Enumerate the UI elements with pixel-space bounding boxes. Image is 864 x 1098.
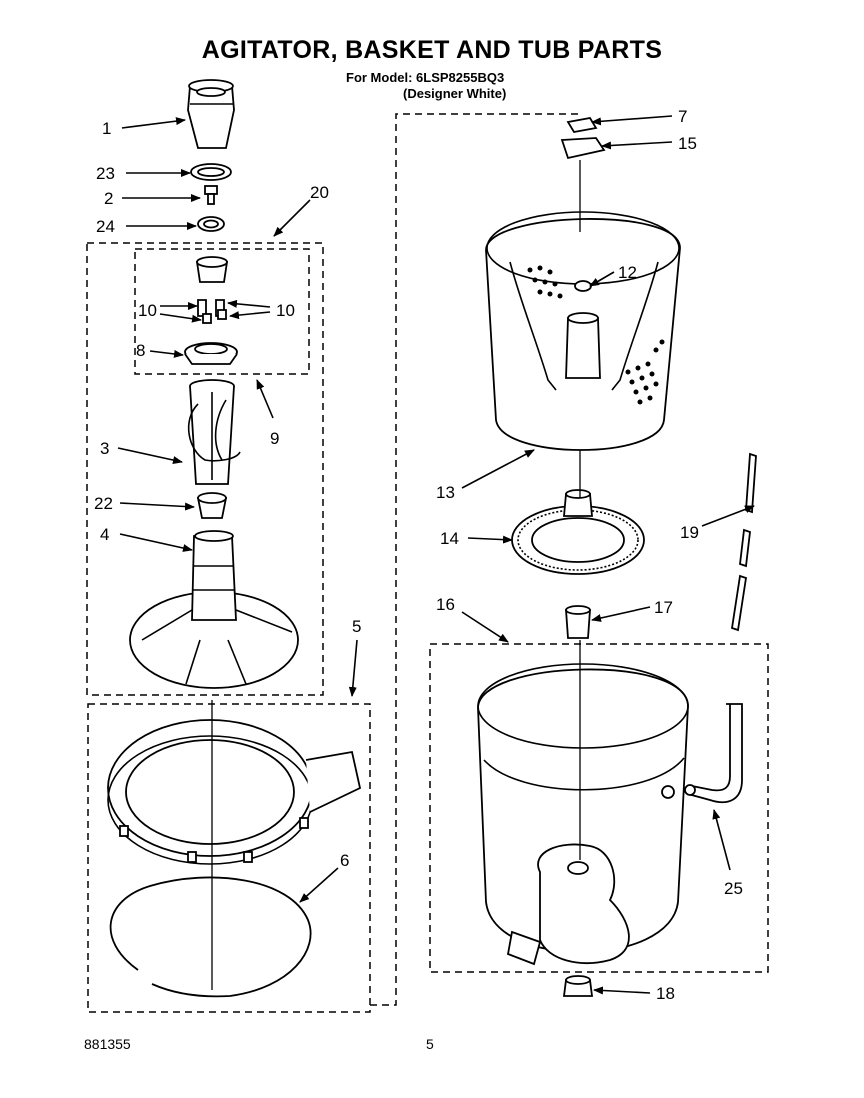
hose-19	[730, 452, 757, 632]
bolt	[204, 185, 218, 205]
callout-9: 9	[270, 429, 279, 448]
callout-8: 8	[136, 341, 145, 360]
leader-lines	[117, 115, 755, 995]
callout-22: 22	[94, 494, 113, 513]
cam-drive	[195, 256, 229, 283]
seal-ring	[109, 876, 312, 998]
hub-cover-15	[560, 137, 606, 160]
callout-2: 2	[104, 189, 113, 208]
tub-ring	[107, 719, 362, 865]
agitator-cam	[184, 342, 238, 365]
clutch-wheel	[511, 489, 645, 575]
drive-bell	[196, 492, 228, 519]
dogs	[197, 299, 227, 324]
agitator-base	[129, 530, 299, 689]
page-number: 5	[426, 1036, 434, 1052]
assembly-boundary-20	[86, 242, 324, 696]
callout-13: 13	[436, 483, 455, 502]
callout-1: 1	[102, 119, 111, 138]
outer-tub	[477, 663, 689, 966]
right-boundary-line	[370, 113, 580, 1006]
page-title: AGITATOR, BASKET AND TUB PARTS	[201, 36, 663, 64]
washer	[197, 216, 225, 232]
callout-14: 14	[440, 529, 459, 548]
model-line: For Model: 6LSP8255BQ3	[346, 70, 505, 85]
callout-labels: 1 23 2 24 20 10 10 8 9 3 22 4 5 6 7 15 1…	[94, 107, 743, 1003]
callout-16: 16	[436, 595, 455, 614]
assembly-boundary-16	[429, 643, 769, 973]
basket	[485, 211, 681, 451]
callout-12: 12	[618, 263, 637, 282]
color-line: (Designer White)	[403, 86, 507, 101]
callout-19: 19	[680, 523, 699, 542]
retainer-ring	[190, 163, 232, 181]
callout-15: 15	[678, 134, 697, 153]
agitator-barrel	[187, 379, 241, 485]
callout-20: 20	[310, 183, 329, 202]
nut-7	[566, 117, 598, 133]
callout-5: 5	[352, 617, 361, 636]
callout-10-left: 10	[138, 301, 157, 320]
callout-7: 7	[678, 107, 687, 126]
callout-23: 23	[96, 164, 115, 183]
callout-17: 17	[654, 598, 673, 617]
bearing-17	[565, 605, 591, 639]
callout-4: 4	[100, 525, 109, 544]
assembly-boundary-9	[134, 248, 310, 375]
callout-24: 24	[96, 217, 115, 236]
document-number: 881355	[84, 1036, 131, 1052]
hose-25	[684, 703, 743, 804]
callout-3: 3	[100, 439, 109, 458]
nut-18	[562, 975, 594, 997]
perforation-pattern	[527, 265, 665, 405]
callout-6: 6	[340, 851, 349, 870]
callout-10-right: 10	[276, 301, 295, 320]
callout-18: 18	[656, 984, 675, 1003]
callout-25: 25	[724, 879, 743, 898]
agitator-cap	[187, 79, 235, 149]
assembly-boundary-5	[87, 703, 371, 1013]
